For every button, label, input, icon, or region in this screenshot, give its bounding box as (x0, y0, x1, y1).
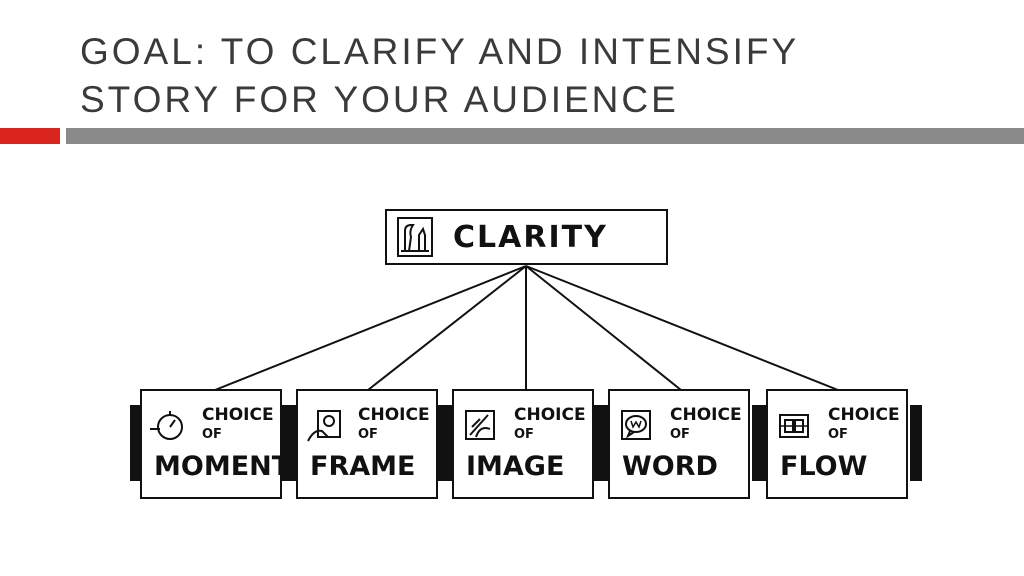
choice-word: CHOICE (514, 405, 586, 425)
choice-label-word: WORD (622, 451, 718, 482)
divider-bar-gray (66, 128, 1024, 144)
choice-flow-box: CHOICE OF FLOW (766, 389, 908, 499)
accent-bar-red (0, 128, 60, 144)
choice-moment-box: CHOICE OF MOMENT (140, 389, 290, 499)
choice-word: CHOICE (670, 405, 742, 425)
connector-line (525, 265, 839, 391)
side-slab (282, 405, 296, 481)
side-slab (752, 405, 766, 481)
of-word: OF (358, 427, 378, 442)
choice-frame-box: CHOICE OF FRAME (296, 389, 438, 499)
connector-line (367, 265, 527, 391)
of-word: OF (828, 427, 848, 442)
choice-label-moment: MOMENT (154, 451, 291, 482)
connector-line (525, 265, 682, 391)
choice-word-box: CHOICE OF WORD (608, 389, 750, 499)
choice-label-image: IMAGE (466, 451, 565, 482)
panel-flow-icon (779, 414, 809, 438)
of-word: OF (514, 427, 534, 442)
of-word: OF (202, 427, 222, 442)
clarity-label: CLARITY (453, 219, 608, 255)
choice-label-flow: FLOW (780, 451, 868, 482)
choice-word: CHOICE (828, 405, 900, 425)
choice-label-frame: FRAME (310, 451, 416, 482)
stopwatch-icon (150, 411, 183, 440)
choice-word: CHOICE (358, 405, 430, 425)
side-slab (594, 405, 608, 481)
side-slab-left (130, 405, 140, 481)
of-word: OF (670, 427, 690, 442)
choice-word: CHOICE (202, 405, 274, 425)
clarity-node: CLARITY (385, 209, 668, 265)
title-line-1: GOAL: TO CLARIFY AND INTENSIFY (80, 31, 800, 72)
side-slab (438, 405, 452, 481)
slide-title: GOAL: TO CLARIFY AND INTENSIFY STORY FOR… (80, 28, 980, 124)
drawing-hand-icon (465, 410, 495, 440)
side-slab-right (910, 405, 922, 481)
title-line-2: STORY FOR YOUR AUDIENCE (80, 79, 679, 120)
connector-line (214, 265, 527, 391)
figure-with-buildings-icon (397, 217, 433, 257)
choice-image-box: CHOICE OF IMAGE (452, 389, 594, 499)
speech-bubble-icon (621, 410, 651, 440)
camera-frame-icon (307, 410, 341, 442)
